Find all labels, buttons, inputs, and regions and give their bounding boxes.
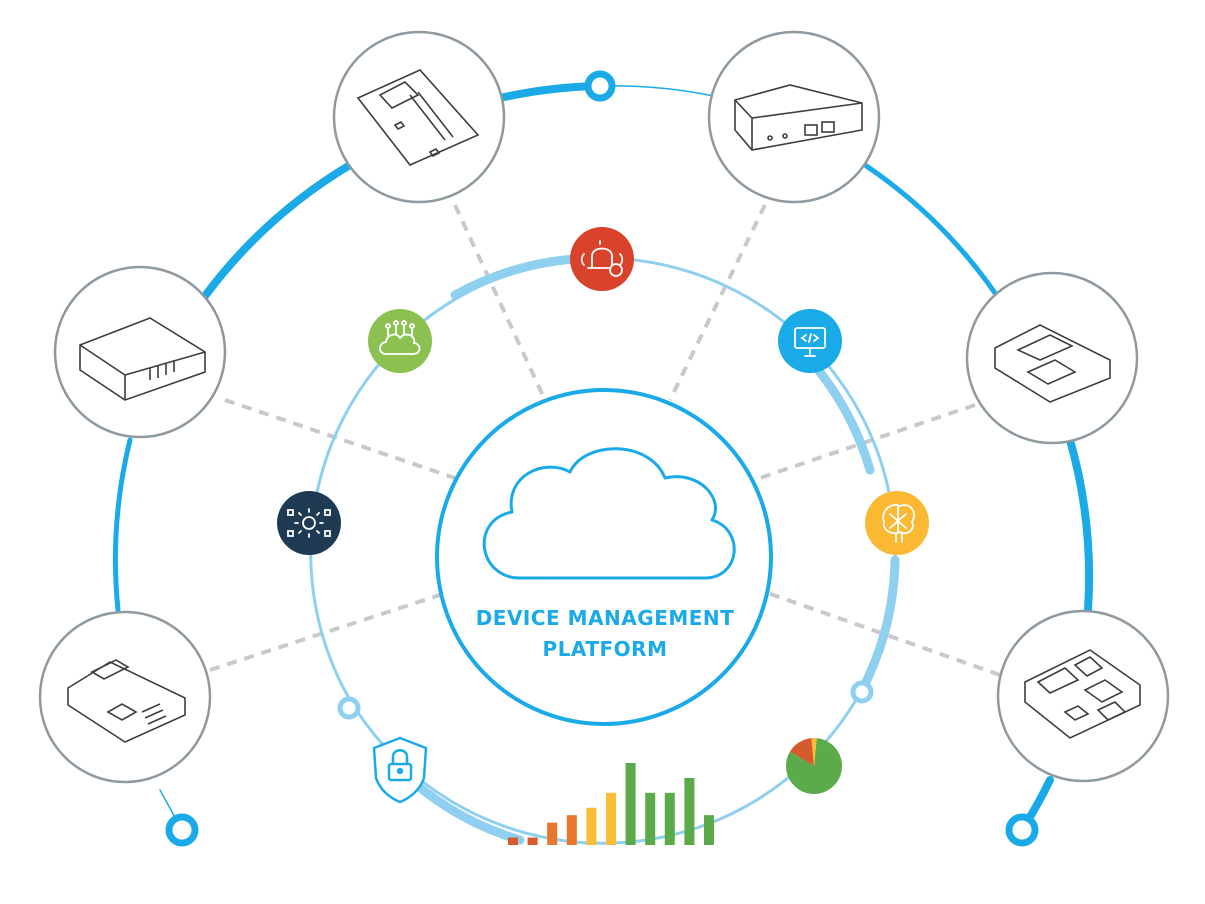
connector-router: [668, 204, 767, 401]
alerts-feature[interactable]: [570, 227, 634, 291]
connector-sim-right: [759, 403, 976, 480]
ai-analytics-feature[interactable]: [865, 491, 929, 555]
monitor-code-icon: [794, 327, 826, 357]
bar: [586, 807, 597, 845]
inner-ring-node-right: [850, 680, 874, 704]
device-circuit-board[interactable]: [332, 30, 506, 204]
inner-ring-node-left: [337, 696, 361, 720]
bar: [625, 763, 636, 845]
pie-chart-feature[interactable]: [786, 738, 843, 794]
connector-sim-left: [209, 593, 441, 672]
device-sim-card-left[interactable]: [38, 610, 212, 784]
chip-module-icon: [1024, 649, 1141, 739]
sim-card-icon: [67, 659, 186, 743]
connector-circuit-board: [453, 204, 547, 401]
device-router[interactable]: [707, 30, 881, 204]
connector-modem: [224, 398, 456, 480]
bar: [606, 792, 616, 845]
pie-slice: [789, 738, 814, 766]
platform-title-line-2: PLATFORM: [542, 637, 668, 661]
sim-card-icon: [994, 324, 1111, 403]
pie-slice: [811, 738, 817, 766]
cloud-iot-feature[interactable]: [368, 309, 432, 373]
bell-clock-icon: [580, 240, 624, 277]
outer-ring-node-top: [584, 70, 616, 102]
settings-network-feature[interactable]: [277, 491, 341, 555]
outer-ring-node-bottom-right: [1005, 813, 1039, 847]
connector-chip: [764, 590, 1001, 677]
dashed-connectors: [209, 204, 1001, 677]
modem-icon: [79, 317, 206, 401]
circuit-board-icon: [356, 69, 480, 166]
cloud-icon: [482, 447, 736, 580]
platform-title-line-1: DEVICE MANAGEMENT: [475, 606, 735, 630]
device-chip-module[interactable]: [996, 609, 1170, 783]
bar: [704, 815, 714, 845]
bar: [527, 837, 538, 845]
gear-network-icon: [287, 508, 331, 538]
bar: [566, 815, 577, 845]
center-platform-circle: [435, 388, 773, 726]
bar: [508, 837, 518, 845]
pie-slice: [786, 738, 843, 794]
cloud-network-icon: [379, 320, 421, 355]
bar-chart: [508, 763, 714, 845]
outer-ring: [112, 82, 1094, 834]
brain-circuit-icon: [882, 504, 915, 543]
outer-ring-node-bottom-left: [165, 813, 199, 847]
device-modem[interactable]: [53, 265, 227, 439]
device-sim-card-right[interactable]: [965, 271, 1139, 445]
shield-lock-icon: [372, 736, 428, 804]
pie-chart-icon: [786, 738, 843, 794]
bar: [645, 792, 656, 845]
bar: [684, 777, 695, 845]
router-icon: [734, 84, 863, 151]
bar: [547, 822, 558, 845]
bar: [664, 792, 675, 845]
remote-code-feature[interactable]: [778, 309, 842, 373]
security-feature[interactable]: [372, 736, 428, 804]
